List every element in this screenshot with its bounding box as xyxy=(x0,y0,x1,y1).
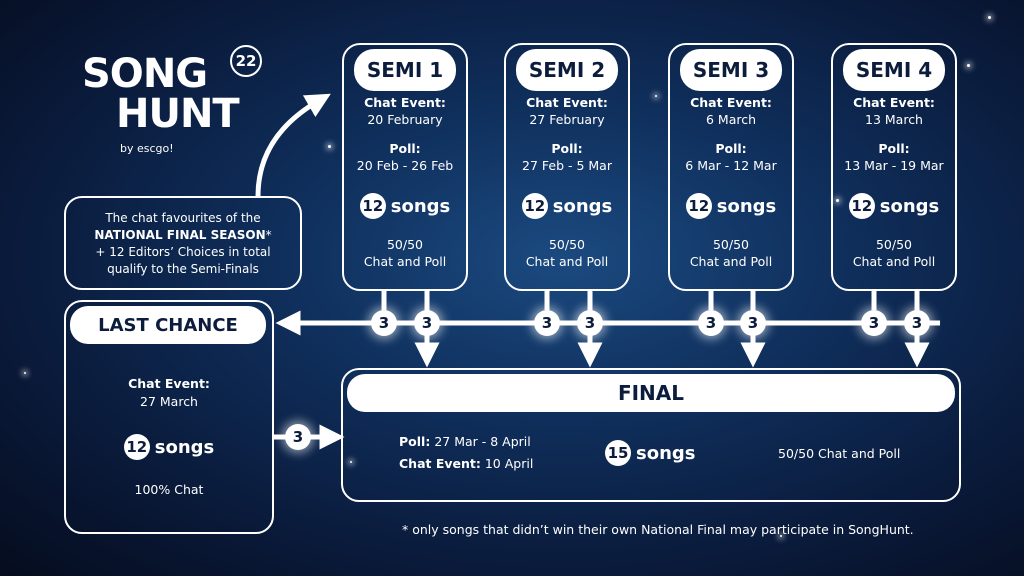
song-count-word: songs xyxy=(390,195,451,217)
qualifier-badge-semi2-last-chance: 3 xyxy=(534,310,560,336)
poll-label: Poll: xyxy=(878,141,910,156)
logo-byline: by escgo! xyxy=(120,142,174,155)
voting-split: 50/50 xyxy=(386,237,424,252)
voting-method: 50/50 Chat and Poll xyxy=(778,446,901,461)
note-asterisk: * xyxy=(265,228,272,242)
semi-1-card: SEMI 1 Chat Event: 20 February Poll: 20 … xyxy=(342,43,468,291)
semi-3-card: SEMI 3 Chat Event: 6 March Poll: 6 Mar -… xyxy=(668,43,794,291)
poll-dates: 27 Mar - 8 April xyxy=(434,434,531,449)
note-line-1: The chat favourites of the xyxy=(105,211,261,225)
chat-event-date: 6 March xyxy=(705,112,757,127)
logo-word-song: SONG xyxy=(82,51,208,97)
logo-edition-badge: 22 xyxy=(230,45,262,77)
chat-event-date: 13 March xyxy=(865,112,923,127)
star xyxy=(328,145,331,148)
logo-word-hunt: HUNT xyxy=(116,91,240,137)
song-count-number: 15 xyxy=(605,440,631,466)
song-count-word: songs xyxy=(879,195,940,217)
semi-title: SEMI 4 xyxy=(843,49,945,91)
star xyxy=(655,95,657,97)
voting-method: 100% Chat xyxy=(134,482,204,497)
voting-method: Chat and Poll xyxy=(363,254,447,269)
song-count-word: songs xyxy=(154,436,215,458)
last-chance-title: LAST CHANCE xyxy=(70,306,266,344)
qualifier-badge-last-chance-final: 3 xyxy=(285,424,311,450)
song-count-number: 12 xyxy=(521,193,548,219)
chat-event-label: Chat Event: xyxy=(399,456,481,471)
final-card: FINAL Poll: 27 Mar - 8 April Chat Event:… xyxy=(341,368,961,502)
semi-title: SEMI 2 xyxy=(516,49,618,91)
poll-dates: 6 Mar - 12 Mar xyxy=(685,158,777,173)
poll-label: Poll: xyxy=(551,141,583,156)
song-count-number: 12 xyxy=(123,434,150,460)
voting-method: Chat and Poll xyxy=(689,254,773,269)
qualifier-badge-semi4-last-chance: 3 xyxy=(861,310,887,336)
qualifier-badge-semi3-final: 3 xyxy=(740,310,766,336)
note-line-3: + 12 Editors’ Choices in total xyxy=(95,245,271,259)
chat-event-label: Chat Event: xyxy=(364,95,446,110)
voting-method: Chat and Poll xyxy=(525,254,609,269)
poll-dates: 20 Feb - 26 Feb xyxy=(356,158,454,173)
poll-dates: 13 Mar - 19 Mar xyxy=(844,158,944,173)
poll-label: Poll: xyxy=(399,434,431,449)
song-count-word: songs xyxy=(636,442,696,464)
qualifier-badge-semi4-final: 3 xyxy=(904,310,930,336)
semi-2-card: SEMI 2 Chat Event: 27 February Poll: 27 … xyxy=(504,43,630,291)
semi-title: SEMI 3 xyxy=(680,49,782,91)
chat-event-date: 20 February xyxy=(367,112,443,127)
poll-label: Poll: xyxy=(389,141,421,156)
chat-event-label: Chat Event: xyxy=(128,376,210,391)
final-chat-event: Chat Event: 10 April xyxy=(399,456,533,471)
chat-event-date: 27 March xyxy=(140,394,198,409)
song-count-word: songs xyxy=(716,195,777,217)
semi-title: SEMI 1 xyxy=(354,49,456,91)
qualifier-badge-semi1-last-chance: 3 xyxy=(371,310,397,336)
star xyxy=(988,16,991,19)
poll-dates: 27 Feb - 5 Mar xyxy=(522,158,612,173)
chat-event-label: Chat Event: xyxy=(853,95,935,110)
final-poll: Poll: 27 Mar - 8 April xyxy=(399,434,531,449)
star xyxy=(967,64,970,67)
star xyxy=(24,372,26,374)
song-count-number: 12 xyxy=(359,193,386,219)
qualify-arrow xyxy=(255,93,331,197)
footnote: * only songs that didn’t win their own N… xyxy=(402,522,914,537)
poll-label: Poll: xyxy=(715,141,747,156)
semi-4-card: SEMI 4 Chat Event: 13 March Poll: 13 Mar… xyxy=(831,43,957,291)
chat-event-label: Chat Event: xyxy=(526,95,608,110)
final-title: FINAL xyxy=(347,374,955,412)
chat-event-date: 10 April xyxy=(484,456,534,471)
chat-event-label: Chat Event: xyxy=(690,95,772,110)
voting-split: 50/50 xyxy=(875,237,913,252)
song-count-word: songs xyxy=(552,195,613,217)
voting-split: 50/50 xyxy=(712,237,750,252)
star xyxy=(350,461,352,463)
star xyxy=(836,199,839,202)
note-season-label: NATIONAL FINAL SEASON xyxy=(94,228,266,242)
song-count-number: 12 xyxy=(848,193,875,219)
qualification-note: The chat favourites of the NATIONAL FINA… xyxy=(64,196,302,290)
qualifier-badge-semi1-final: 3 xyxy=(414,310,440,336)
qualifier-badge-semi3-last-chance: 3 xyxy=(698,310,724,336)
song-count-number: 12 xyxy=(685,193,712,219)
star xyxy=(780,535,782,537)
songhunt-logo: SONG HUNT 22 by escgo! xyxy=(82,45,282,165)
voting-method: Chat and Poll xyxy=(852,254,936,269)
note-line-4: qualify to the Semi-Finals xyxy=(107,262,259,276)
qualifier-badge-semi2-final: 3 xyxy=(577,310,603,336)
chat-event-date: 27 February xyxy=(529,112,605,127)
note-line-2: NATIONAL FINAL SEASON* xyxy=(66,227,300,244)
voting-split: 50/50 xyxy=(548,237,586,252)
